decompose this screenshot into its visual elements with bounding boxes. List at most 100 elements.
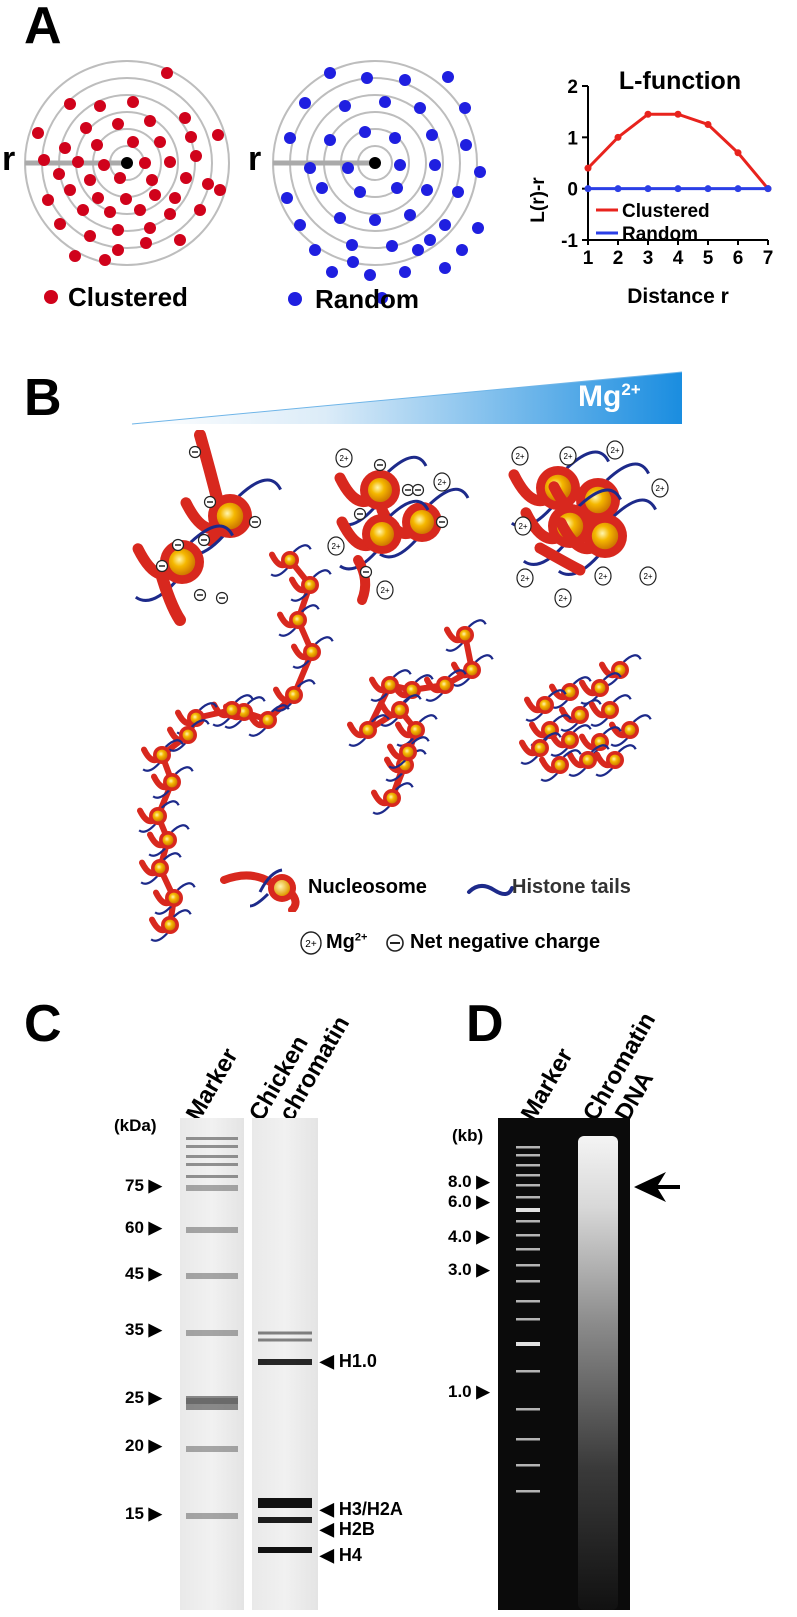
nucleosome (539, 749, 582, 782)
y-tick-label: 2 (567, 77, 578, 98)
ladder-label: 60 ▶ (125, 1218, 162, 1237)
random-point (316, 182, 328, 194)
nucleosome (149, 909, 192, 942)
clustered-point (59, 142, 71, 154)
negative-charge-icon (386, 934, 404, 952)
svg-text:2+: 2+ (331, 542, 340, 551)
clustered-point (91, 139, 103, 151)
random-point (391, 182, 403, 194)
clustered-point (149, 189, 161, 201)
clustered-point (161, 67, 173, 79)
ladder-band (516, 1264, 540, 1267)
clustered-point (127, 136, 139, 148)
x-tick-label: 1 (583, 248, 594, 269)
clustered-point (127, 96, 139, 108)
ladder-label: 20 ▶ (125, 1436, 162, 1455)
random-point (339, 100, 351, 112)
mg-ion: 2+ (639, 566, 657, 586)
svg-text:2+: 2+ (305, 939, 317, 950)
nucleosome-legend-label: Nucleosome (308, 876, 427, 898)
nucleosome (289, 569, 332, 602)
nucleosome-legend-icon (220, 868, 300, 912)
ladder-band (516, 1248, 540, 1251)
random-point (299, 97, 311, 109)
clustered-point (169, 192, 181, 204)
nucleosome (529, 714, 572, 747)
clustered-point (144, 222, 156, 234)
ladder-band (516, 1234, 540, 1237)
svg-text:2+: 2+ (520, 574, 529, 583)
clustered-point (112, 118, 124, 130)
clustered-point (112, 244, 124, 256)
clustered-point (180, 172, 192, 184)
random-point (354, 186, 366, 198)
ladder-label: 6.0 ▶ (448, 1192, 490, 1211)
clustered-point (77, 204, 89, 216)
nucleosome (549, 676, 592, 709)
point-pattern-diagrams (24, 60, 486, 304)
clustered-point (214, 184, 226, 196)
ladder-band (516, 1208, 540, 1212)
random-point (439, 219, 451, 231)
clustered-point (164, 208, 176, 220)
chart-title: L-function (619, 67, 741, 95)
clustered-point (112, 224, 124, 236)
clustered-point (92, 192, 104, 204)
ladder-label: 15 ▶ (125, 1504, 162, 1523)
random-point (347, 256, 359, 268)
y-tick-label: 1 (567, 128, 578, 149)
random-point (359, 126, 371, 138)
mg-ion: 2+ (594, 566, 612, 586)
ladder-band (516, 1318, 540, 1321)
random-point (326, 266, 338, 278)
nucleosome (132, 524, 234, 602)
nucleosome (451, 654, 494, 687)
random-diagram (272, 60, 486, 304)
nucleosome (347, 714, 390, 747)
chart-ylabel: L(r)-r (528, 177, 549, 223)
clustered-point (139, 157, 151, 169)
gel-c-unit: (kDa) (114, 1116, 157, 1135)
ladder-band (516, 1280, 540, 1283)
svg-text:2+: 2+ (437, 478, 446, 487)
ladder-label: 45 ▶ (125, 1264, 162, 1283)
nucleosome (555, 498, 657, 576)
band-label: ◀ H3/H2A (320, 1499, 403, 1519)
negative-charge (353, 507, 367, 521)
clustered-point (54, 218, 66, 230)
nucleosome (336, 499, 430, 571)
ladder-label: 25 ▶ (125, 1388, 162, 1407)
clustered-point (80, 122, 92, 134)
nucleosome (376, 487, 470, 559)
clustered-point (72, 156, 84, 168)
svg-text:2+: 2+ (380, 586, 389, 595)
random-point (456, 244, 468, 256)
histone-tail-legend-icon (467, 884, 514, 896)
random-point (324, 67, 336, 79)
ladder-band (516, 1370, 540, 1373)
ladder-band (186, 1227, 238, 1233)
random-point (414, 102, 426, 114)
nucleosome (379, 694, 422, 727)
clustered-legend-dot (44, 290, 58, 304)
clustered-point (212, 129, 224, 141)
ladder-band (516, 1196, 540, 1199)
random-point (281, 192, 293, 204)
random-point (364, 269, 376, 281)
nucleosome (291, 636, 334, 669)
random-point (379, 96, 391, 108)
svg-text:2+: 2+ (515, 452, 524, 461)
svg-text:2+: 2+ (655, 484, 664, 493)
clustered-point (42, 194, 54, 206)
nucleosome (387, 736, 430, 769)
ladder-band (516, 1490, 540, 1493)
nucleosome (153, 882, 196, 915)
clustered-diagram (24, 60, 230, 266)
random-point (404, 209, 416, 221)
random-point (474, 166, 486, 178)
negative-charge (359, 565, 373, 579)
random-point (376, 292, 388, 304)
random-point (460, 139, 472, 151)
nucleosome (137, 800, 180, 833)
nucleosome (519, 732, 562, 765)
